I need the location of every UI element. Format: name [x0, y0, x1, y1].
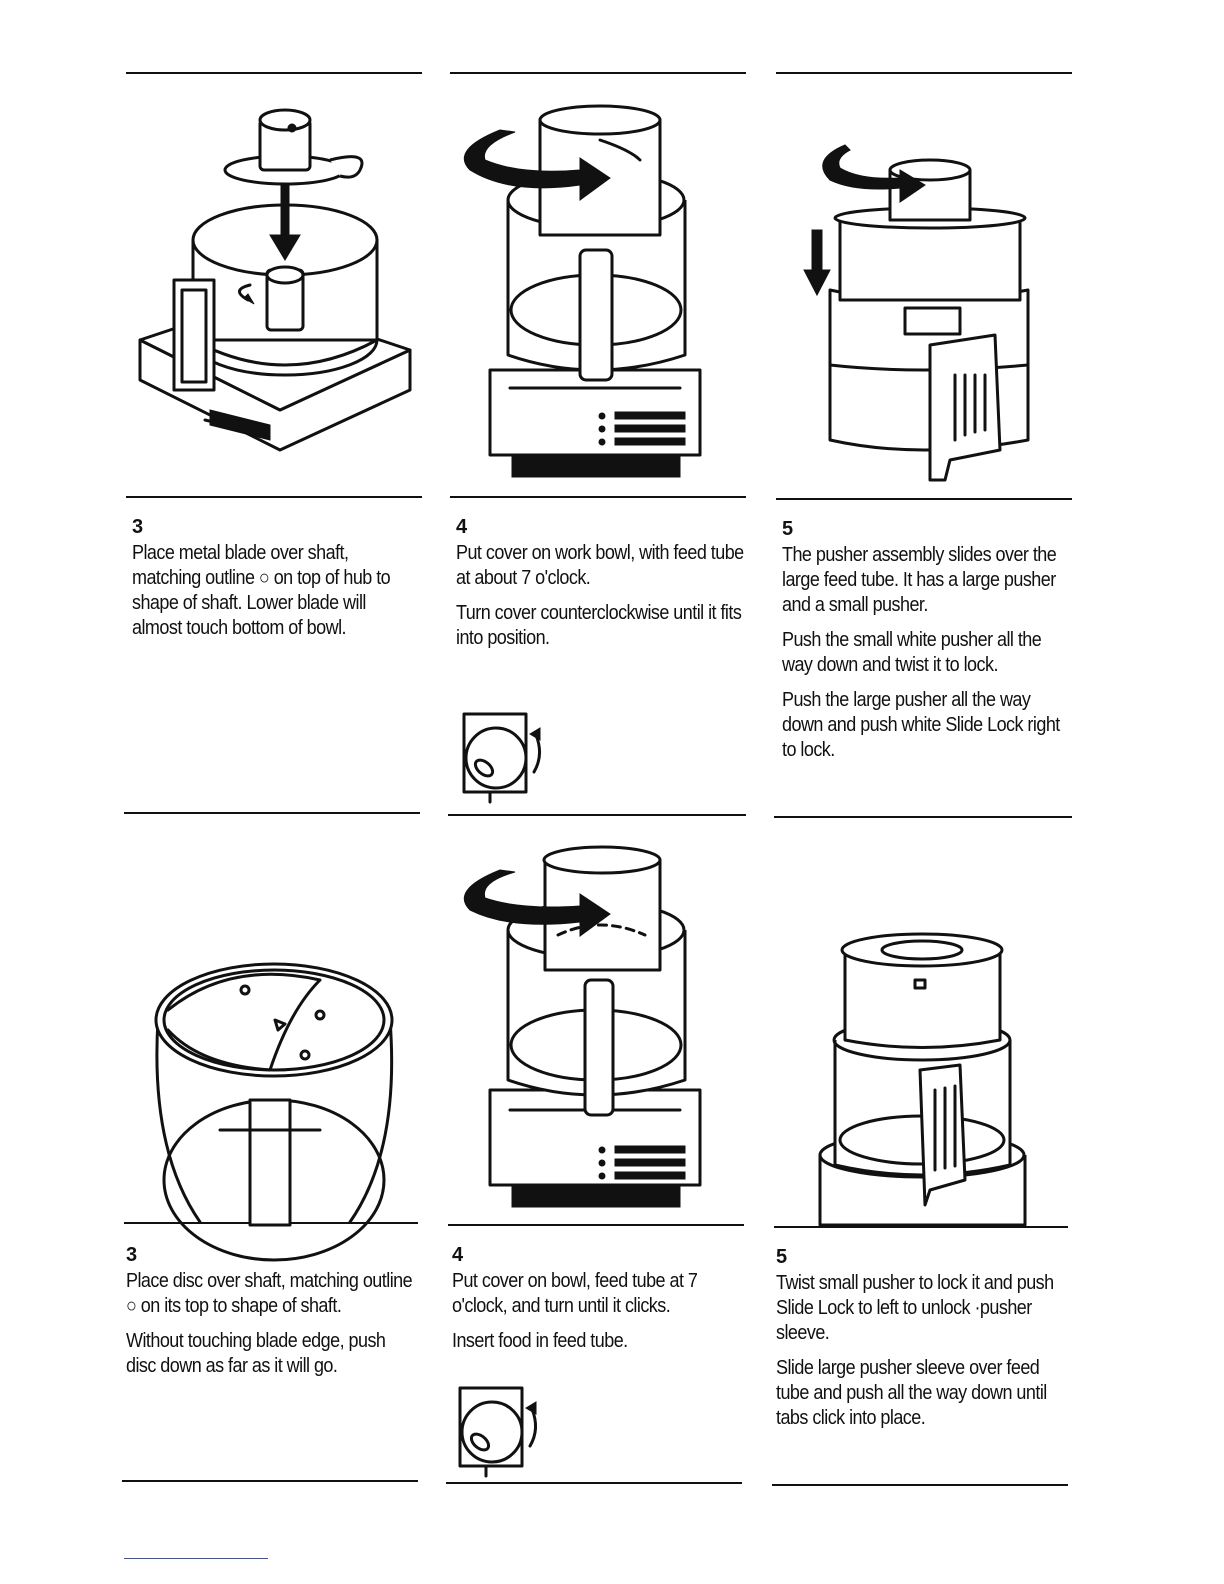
cover-on-bowl-illustration	[463, 104, 702, 478]
step-number: 3	[132, 516, 144, 538]
rule-row2-top-3	[774, 816, 1072, 818]
step-r2c1: 3 Place disc over shaft, matching outlin…	[126, 1244, 446, 1389]
rule-mid-3	[776, 498, 1072, 500]
step-number: 4	[452, 1244, 464, 1266]
food-processor-blade-illustration	[138, 108, 412, 452]
step-r1c3: 5 The pusher assembly slides over the la…	[782, 518, 1102, 773]
rule-row2-top-2	[448, 814, 746, 816]
step-text: Push the small white pusher all the way …	[782, 629, 1042, 676]
step-text: The pusher assembly slides over the larg…	[782, 544, 1057, 616]
rule-row2-top-1	[124, 812, 420, 814]
step-text: Put cover on work bowl, with feed tube a…	[456, 542, 744, 589]
step-r2c3: 5 Twist small pusher to lock it and push…	[776, 1246, 1096, 1441]
step-text: Without touching blade edge, push disc d…	[126, 1330, 386, 1377]
rule-top-1	[126, 72, 422, 74]
rule-mid-2	[450, 496, 746, 498]
rule-mid-1	[126, 496, 422, 498]
pusher-assembly-illustration	[803, 144, 1030, 482]
rule-top-3	[776, 72, 1072, 74]
footer-rule	[124, 1558, 268, 1559]
assembled-processor-illustration	[818, 932, 1027, 1227]
disc-over-shaft-illustration	[154, 962, 394, 1262]
step-text: Slide large pusher sleeve over feed tube…	[776, 1357, 1047, 1429]
step-text: Put cover on bowl, feed tube at 7 o'cloc…	[452, 1270, 698, 1317]
rule-row2-mid-3	[774, 1226, 1068, 1228]
step-r1c1: 3 Place metal blade over shaft, matching…	[132, 516, 452, 651]
step-number: 4	[456, 516, 468, 538]
step-text: Push the large pusher all the way down a…	[782, 689, 1060, 761]
step-text: Place metal blade over shaft, matching o…	[132, 542, 391, 639]
rule-bottom-2	[446, 1482, 742, 1484]
rotation-diagram-icon-2	[458, 1386, 537, 1478]
step-text: Insert food in feed tube.	[452, 1330, 628, 1352]
step-r2c2: 4 Put cover on bowl, feed tube at 7 o'cl…	[452, 1244, 772, 1364]
step-text: Place disc over shaft, matching outline …	[126, 1270, 413, 1317]
step-number: 5	[782, 518, 794, 540]
step-number: 5	[776, 1246, 788, 1268]
step-r1c2: 4 Put cover on work bowl, with feed tube…	[456, 516, 776, 661]
rule-row2-mid-2	[448, 1224, 744, 1226]
step-text: Twist small pusher to lock it and push S…	[776, 1272, 1054, 1344]
step-number: 3	[126, 1244, 138, 1266]
rule-top-2	[450, 72, 746, 74]
rule-bottom-3	[772, 1484, 1068, 1486]
step-text: Turn cover counterclockwise until it fit…	[456, 602, 742, 649]
rule-bottom-1	[122, 1480, 418, 1482]
rotation-diagram-icon	[462, 712, 541, 804]
cover-feed-tube-illustration	[463, 845, 702, 1208]
